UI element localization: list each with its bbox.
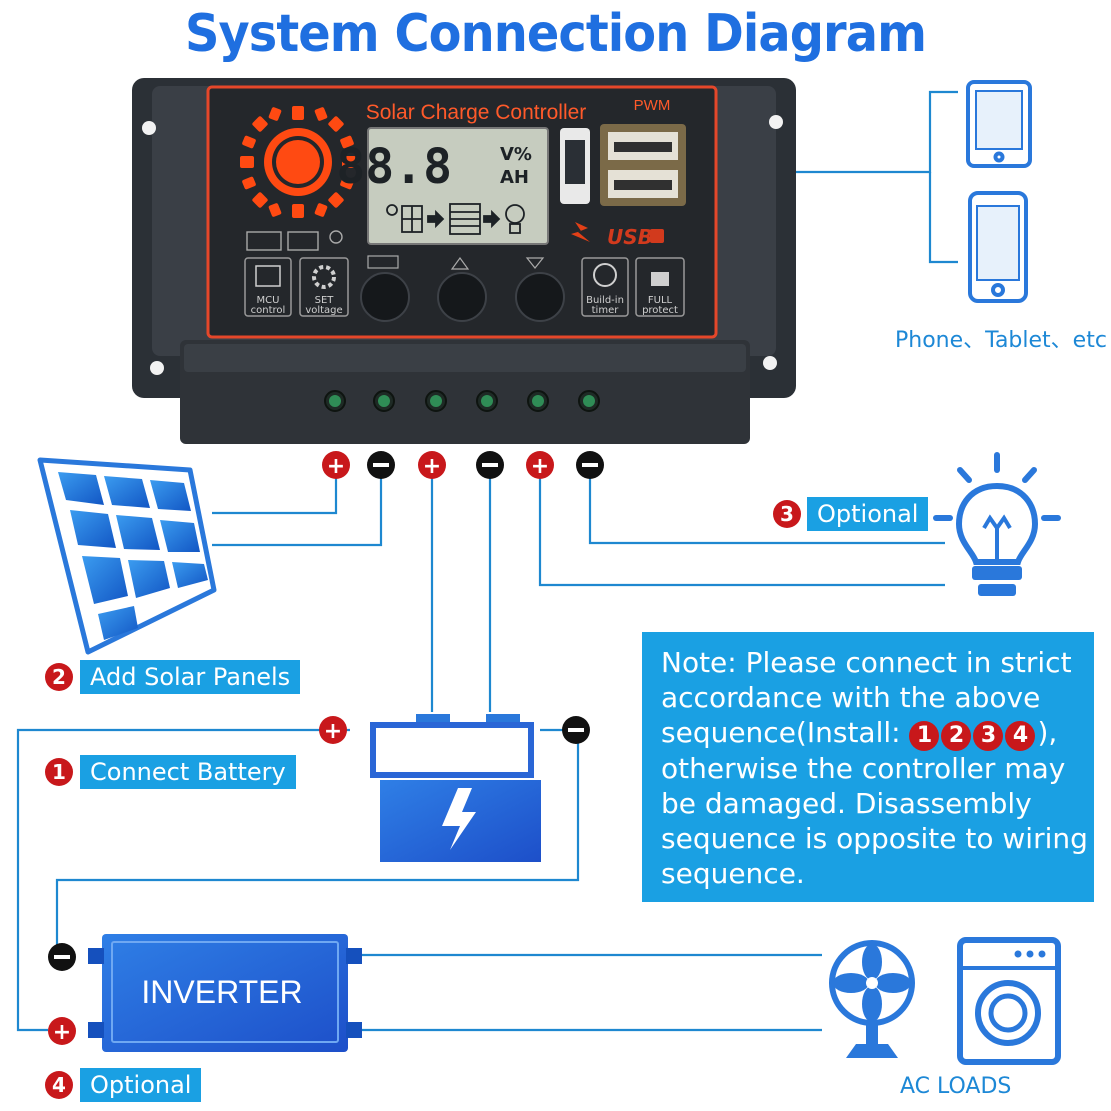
step-tag-connect-battery: Connect Battery — [80, 755, 296, 789]
menu-key-icon — [367, 255, 399, 269]
svg-text:+: + — [324, 719, 342, 744]
feature-mcu-line1: MCU — [257, 295, 280, 306]
down-key-icon — [525, 257, 545, 269]
protect-lock-icon — [635, 257, 685, 317]
note-step-4: 4 — [1005, 721, 1036, 751]
note-text-after: ), otherwise the controller may be damag… — [661, 716, 1088, 890]
controller-name: Solar Charge Controller — [366, 101, 587, 124]
feature-set-line1: SET — [315, 295, 335, 306]
wiring-note: Note: Please connect in strict accordanc… — [642, 632, 1094, 902]
polarity-markers: + + + + + — [48, 451, 604, 1045]
ac-loads-caption: AC LOADS — [900, 1074, 1012, 1099]
feature-set-line2: voltage — [305, 305, 342, 316]
plus-terminal-icon: + — [526, 451, 554, 479]
note-step-1: 1 — [909, 721, 940, 751]
svg-text:+: + — [423, 454, 441, 479]
up-key-icon — [450, 256, 470, 270]
step-tag-optional-load: Optional — [807, 497, 929, 531]
feature-timer-line2: timer — [592, 305, 620, 316]
note-step-2: 2 — [941, 721, 972, 751]
page-title: System Connection Diagram — [184, 4, 927, 64]
battery-icon — [370, 714, 541, 862]
mount-hole — [150, 361, 164, 375]
minus-terminal-icon — [576, 451, 604, 479]
tablet-icon — [966, 80, 1032, 168]
inverter-label: INVERTER — [141, 974, 302, 1010]
sun-icon — [240, 106, 356, 218]
plus-terminal-icon: + — [322, 451, 350, 479]
mount-hole — [142, 121, 156, 135]
plus-terminal-icon: + — [48, 1017, 76, 1045]
mcu-chip-icon — [244, 257, 292, 317]
svg-text:+: + — [327, 454, 345, 479]
mount-hole — [769, 115, 783, 129]
step-tag-optional-inverter: Optional — [80, 1068, 202, 1102]
feature-protect-line1: FULL — [648, 295, 673, 306]
step-badge-2: 2 — [45, 663, 73, 691]
lcd-bulb-icon — [505, 204, 525, 224]
lcd-value: 88.8 — [336, 139, 452, 195]
feature-protect-line2: protect — [642, 305, 678, 316]
lcd-sun-icon — [386, 204, 398, 216]
down-button[interactable] — [515, 272, 565, 322]
menu-button[interactable] — [360, 272, 410, 322]
battery-status-icon — [287, 231, 319, 251]
plus-terminal-icon: + — [319, 716, 347, 744]
svg-text:+: + — [531, 454, 549, 479]
lcd-icons — [386, 203, 525, 235]
lcd-unit-top: V% — [500, 144, 532, 165]
lcd-arrow-icon — [483, 209, 501, 229]
minus-terminal-icon — [367, 451, 395, 479]
fan-icon — [829, 940, 915, 1058]
minus-terminal-icon — [48, 943, 76, 971]
step-badge-3: 3 — [773, 500, 801, 528]
timer-clock-icon — [581, 257, 629, 317]
load-status-icon — [329, 230, 343, 244]
washing-machine-icon — [957, 937, 1061, 1065]
usb-label: USB — [607, 225, 653, 249]
note-step-3: 3 — [973, 721, 1004, 751]
devices-caption: Phone、Tablet、etc — [895, 328, 1107, 353]
charge-controller: Solar Charge Controller PWM 88.8 V% AH U… — [132, 78, 796, 444]
minus-terminal-icon — [476, 451, 504, 479]
step-tag-add-solar: Add Solar Panels — [80, 660, 301, 694]
step-badge-1: 1 — [45, 758, 73, 786]
lcd-screen — [367, 127, 549, 245]
feature-timer-line1: Build-in — [586, 295, 624, 306]
lcd-unit-bottom: AH — [500, 167, 529, 188]
mount-hole — [763, 356, 777, 370]
lightning-icon — [571, 222, 590, 242]
inverter-icon: INVERTER — [88, 934, 362, 1052]
svg-text:+: + — [53, 1020, 71, 1045]
plus-terminal-icon: + — [418, 451, 446, 479]
lcd-arrow-icon — [427, 209, 445, 229]
up-button[interactable] — [437, 272, 487, 322]
step-badge-4: 4 — [45, 1071, 73, 1099]
solar-panel-icon — [37, 457, 217, 655]
note-text-before: Note: Please connect in strict accordanc… — [661, 646, 1072, 749]
minus-terminal-icon — [562, 716, 590, 744]
light-bulb-icon — [933, 452, 1061, 596]
phone-icon — [968, 191, 1028, 303]
feature-mcu-line2: control — [251, 305, 286, 316]
solar-status-icon — [246, 231, 282, 251]
wires — [16, 90, 958, 1032]
set-gear-icon — [299, 257, 349, 317]
mode-label: PWM — [634, 97, 671, 114]
